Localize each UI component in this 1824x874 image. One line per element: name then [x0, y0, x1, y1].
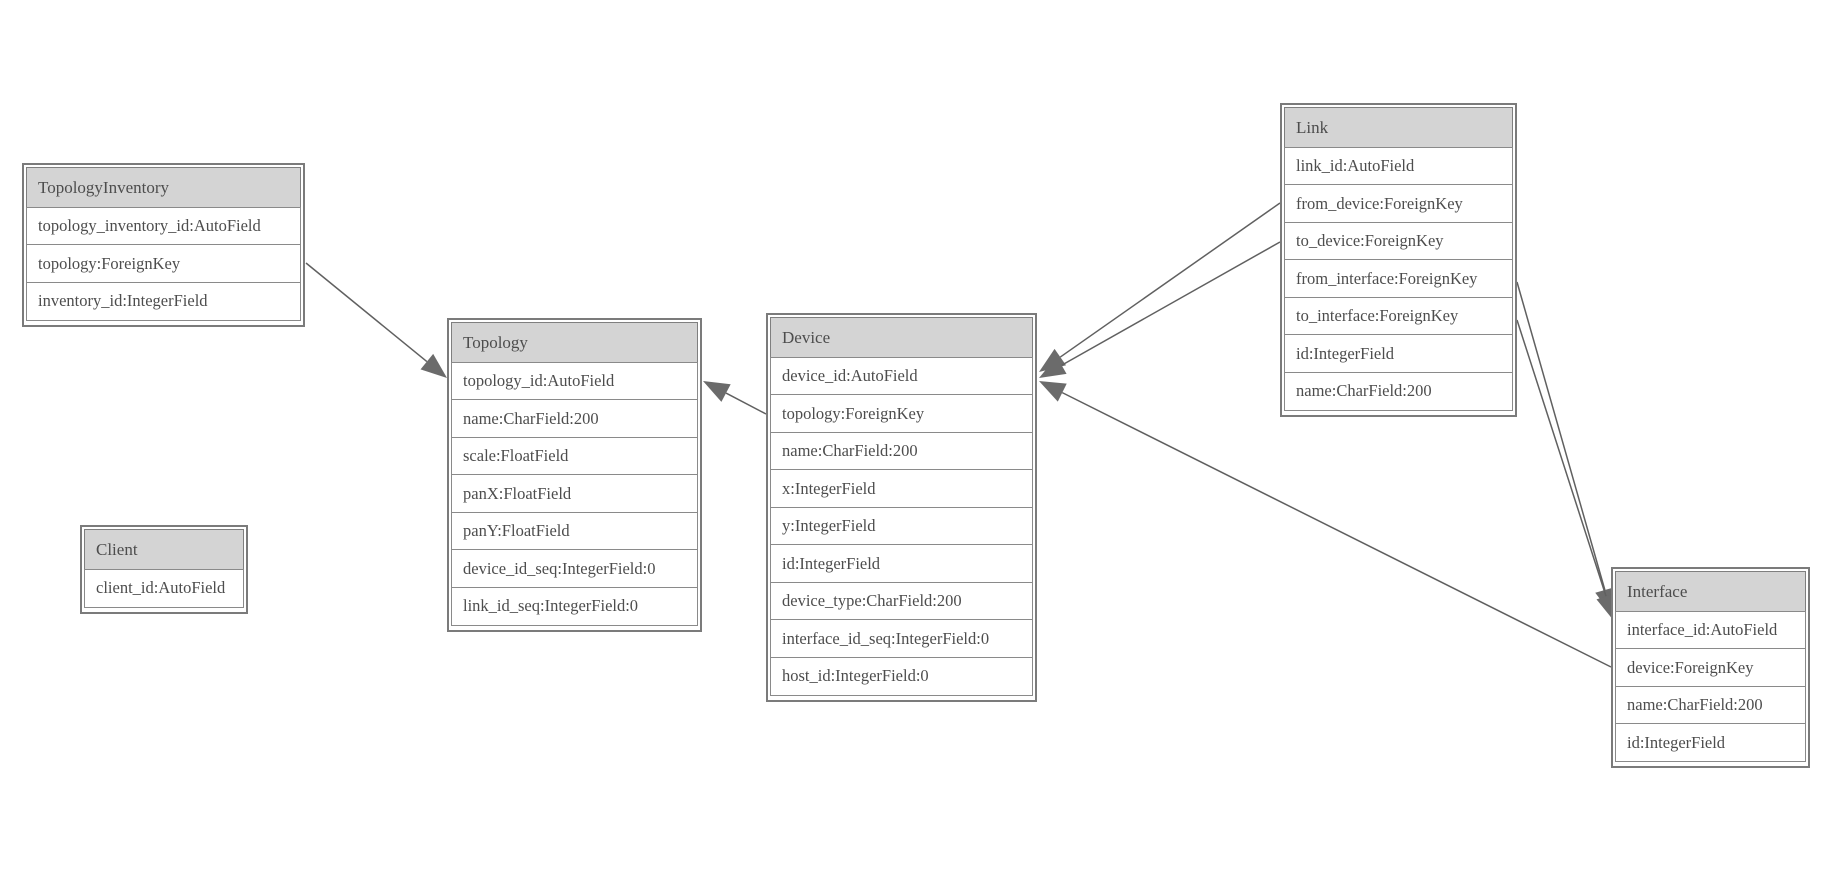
fk-edge — [1061, 391, 1612, 668]
entity-field-row: device_type:CharField:200 — [770, 581, 1033, 621]
entity-field-row: y:IntegerField — [770, 506, 1033, 546]
entity-field-row: device_id_seq:IntegerField:0 — [451, 549, 698, 588]
entity-field-row: id:IntegerField — [1615, 723, 1806, 762]
entity-title: TopologyInventory — [26, 167, 301, 208]
fk-edge — [305, 262, 428, 363]
fk-arrowhead — [1039, 356, 1067, 378]
entity-field-row: panX:FloatField — [451, 474, 698, 513]
fk-edge — [1516, 319, 1607, 597]
entity-title: Link — [1284, 107, 1513, 148]
entity-field-row: host_id:IntegerField:0 — [770, 656, 1033, 696]
entity-field-row: from_device:ForeignKey — [1284, 184, 1513, 223]
entity-field-row: device_id:AutoField — [770, 356, 1033, 396]
fk-arrowhead — [703, 381, 731, 402]
entity-field-row: topology_inventory_id:AutoField — [26, 206, 301, 246]
entity-field-row: client_id:AutoField — [84, 568, 244, 608]
entity-field-row: x:IntegerField — [770, 469, 1033, 508]
entity-title: Topology — [451, 322, 698, 363]
entity-field-row: topology_id:AutoField — [451, 361, 698, 401]
entity-field-row: interface_id_seq:IntegerField:0 — [770, 619, 1033, 658]
entity-field-row: link_id_seq:IntegerField:0 — [451, 586, 698, 626]
entity-field-row: topology:ForeignKey — [26, 244, 301, 283]
fk-edge — [1061, 241, 1281, 366]
fk-edge — [1516, 281, 1606, 591]
entity-field-row: inventory_id:IntegerField — [26, 281, 301, 321]
entity-field-row: id:IntegerField — [1284, 334, 1513, 373]
entity-field-row: to_interface:ForeignKey — [1284, 296, 1513, 336]
fk-edge — [1059, 202, 1281, 358]
entity-field-row: link_id:AutoField — [1284, 146, 1513, 186]
entity-field-row: name:CharField:200 — [1284, 371, 1513, 411]
entity-field-row: to_device:ForeignKey — [1284, 221, 1513, 261]
entity-field-row: name:CharField:200 — [770, 431, 1033, 471]
fk-edge — [725, 392, 767, 415]
fk-arrowhead — [1039, 381, 1067, 402]
entity-field-row: id:IntegerField — [770, 544, 1033, 583]
fk-arrowhead — [420, 353, 447, 378]
entity-title: Device — [770, 317, 1033, 358]
fk-arrowhead — [1039, 348, 1067, 372]
entity-field-row: interface_id:AutoField — [1615, 610, 1806, 650]
entity-field-row: topology:ForeignKey — [770, 394, 1033, 433]
entity-field-row: name:CharField:200 — [1615, 685, 1806, 725]
entity-field-row: name:CharField:200 — [451, 399, 698, 438]
entity-title: Interface — [1615, 571, 1806, 612]
entity-field-row: panY:FloatField — [451, 511, 698, 551]
entity-title: Client — [84, 529, 244, 570]
entity-field-row: device:ForeignKey — [1615, 648, 1806, 687]
entity-field-row: from_interface:ForeignKey — [1284, 259, 1513, 298]
entity-field-row: scale:FloatField — [451, 436, 698, 476]
